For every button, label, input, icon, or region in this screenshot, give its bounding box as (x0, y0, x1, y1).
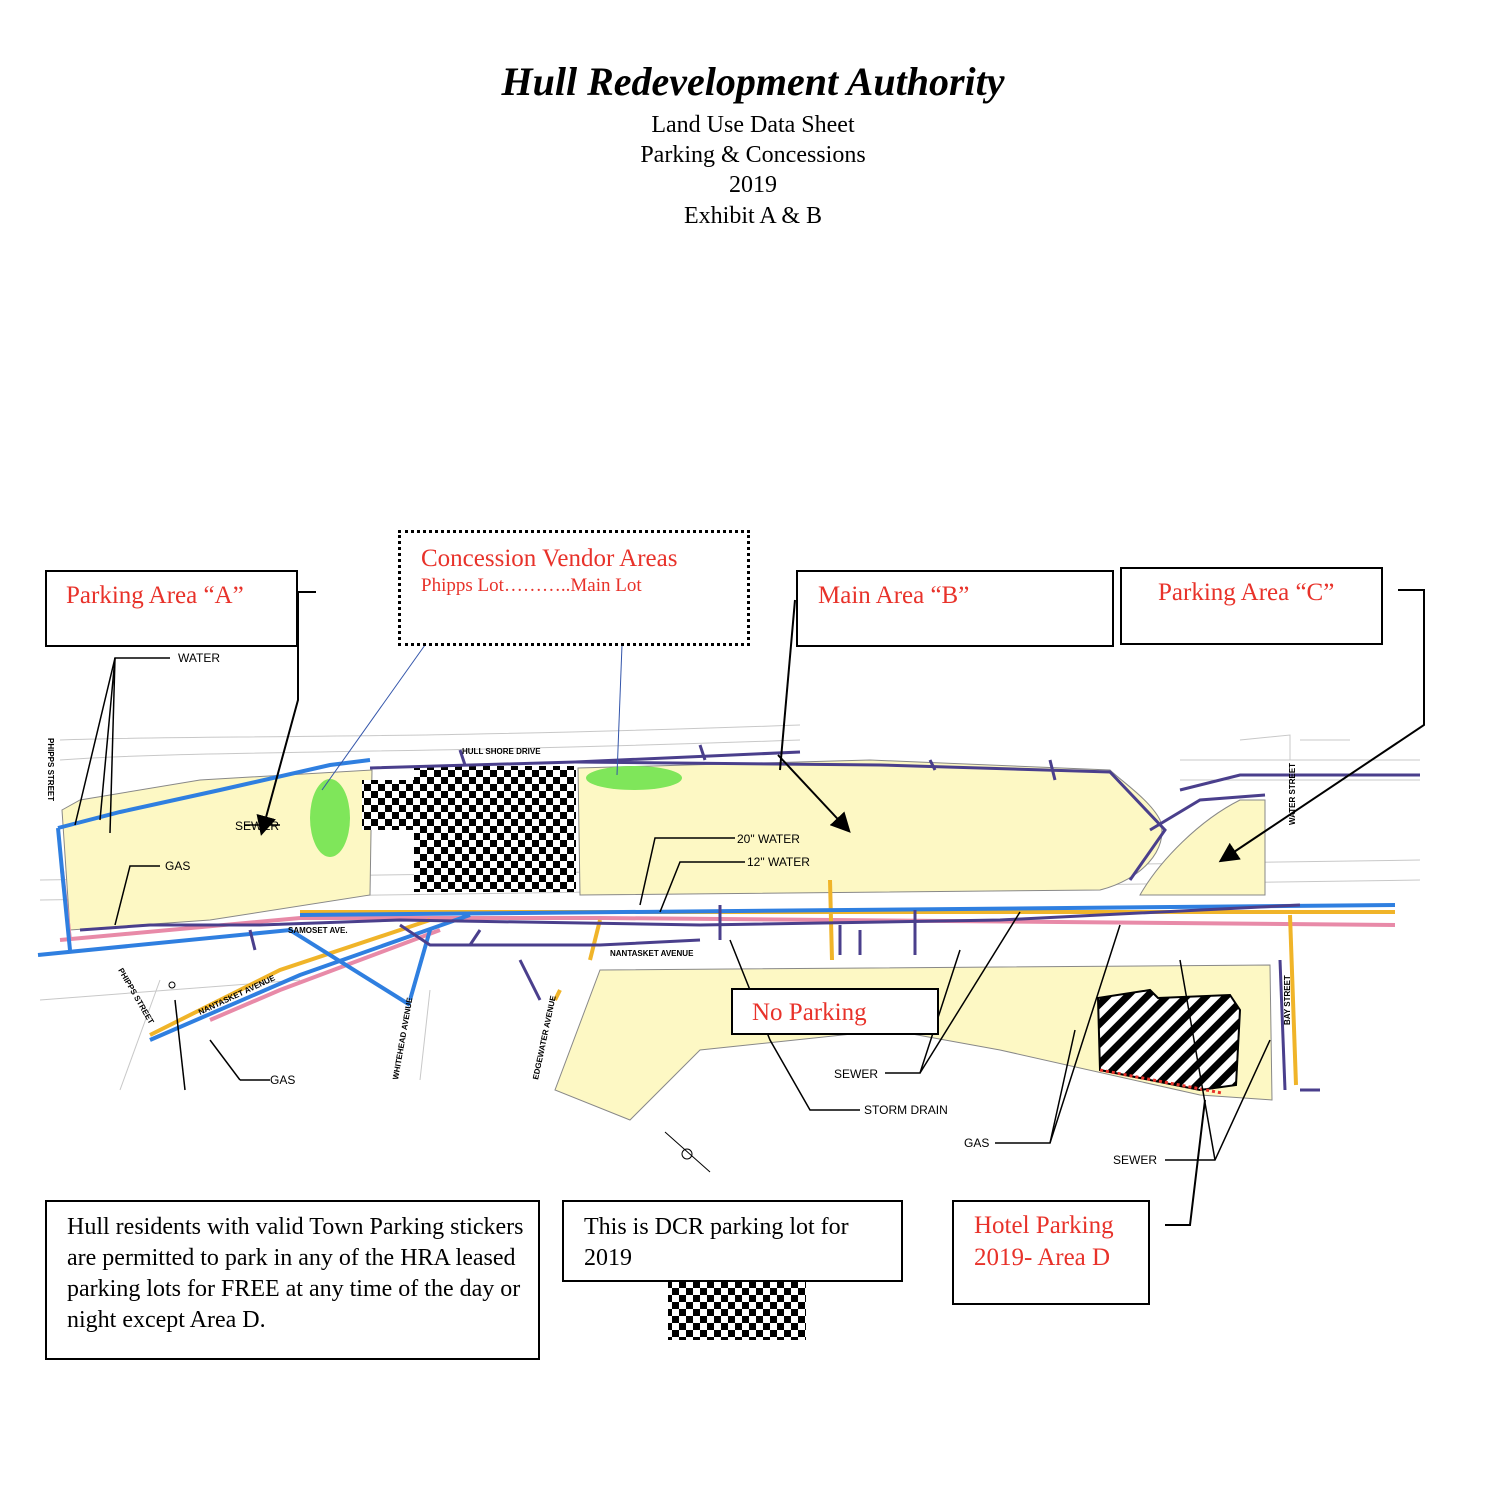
street-nantasket-2: NANTASKET AVENUE (610, 949, 694, 958)
concession-sub: Phipps Lot………..Main Lot (421, 575, 642, 596)
parking-area-a-label: Parking Area “A” (66, 582, 244, 609)
hotel-boundary-dotted (1099, 1068, 1223, 1095)
pointer-lines (256, 589, 1425, 1226)
vendor-area-main (586, 766, 682, 790)
street-samoset: SAMOSET AVE. (288, 926, 348, 935)
parking-area-c-label: Parking Area “C” (1158, 579, 1335, 606)
hotel-parking-line2: 2019- Area D (974, 1244, 1111, 1271)
hotel-parking-hatch (1096, 988, 1242, 1092)
hotel-parking-line1: Hotel Parking (974, 1212, 1114, 1239)
residents-note: Hull residents with valid Town Parking s… (67, 1214, 524, 1333)
label-gas-3: GAS (964, 1136, 989, 1150)
vendor-pointer-lines (321, 644, 623, 791)
main-area-b-box: Main Area “B” (796, 570, 1114, 647)
label-gas-2: GAS (270, 1073, 295, 1087)
residents-note-box: Hull residents with valid Town Parking s… (45, 1200, 540, 1360)
concession-vendor-box: Concession Vendor Areas Phipps Lot………..M… (398, 530, 750, 646)
no-parking-box: No Parking (731, 988, 939, 1035)
north-arrow-icon (664, 1131, 711, 1173)
street-hull-shore-drive: HULL SHORE DRIVE (462, 747, 541, 756)
vendor-area-phipps (310, 779, 350, 857)
street-water: WATER STREET (1288, 763, 1297, 825)
dcr-note-box: This is DCR parking lot for 2019 (562, 1200, 903, 1282)
concession-title: Concession Vendor Areas (421, 545, 678, 572)
street-edgewater: EDGEWATER AVENUE (531, 994, 558, 1080)
dcr-note: This is DCR parking lot for 2019 (584, 1214, 849, 1271)
subtitle-year: 2019 (729, 172, 777, 198)
street-phipps: PHIPPS STREET (46, 738, 55, 801)
label-sewer: SEWER (235, 819, 279, 833)
parking-area-c-box: Parking Area “C” (1120, 567, 1383, 645)
parking-area-a-box: Parking Area “A” (45, 570, 298, 647)
subtitle-exhibit: Exhibit A & B (683, 203, 823, 229)
label-water: WATER (178, 651, 220, 665)
hotel-parking-box: Hotel Parking 2019- Area D (952, 1200, 1150, 1305)
subtitle-parking: Parking & Concessions (640, 142, 866, 168)
main-area-b-label: Main Area “B” (818, 582, 970, 609)
sewer-lines (79, 744, 1420, 1092)
no-parking-label: No Parking (752, 999, 867, 1026)
dcr-lot-main (414, 766, 576, 892)
lot-area-c (1139, 799, 1266, 896)
page-title: Hull Redevelopment Authority (501, 59, 1005, 104)
label-12-water: 12" WATER (747, 855, 810, 869)
subtitle-land-use: Land Use Data Sheet (651, 112, 855, 138)
street-phipps-2: PHIPPS STREET (116, 967, 155, 1026)
label-storm-drain: STORM DRAIN (864, 1103, 948, 1117)
label-20-water: 20" WATER (737, 832, 800, 846)
street-whitehead: WHITEHEAD AVENUE (391, 996, 414, 1080)
label-sewer-2: SEWER (834, 1067, 878, 1081)
label-sewer-3: SEWER (1113, 1153, 1157, 1167)
survey-point-icon (168, 981, 176, 989)
label-gas: GAS (165, 859, 190, 873)
street-bay: BAY STREET (1283, 975, 1292, 1025)
